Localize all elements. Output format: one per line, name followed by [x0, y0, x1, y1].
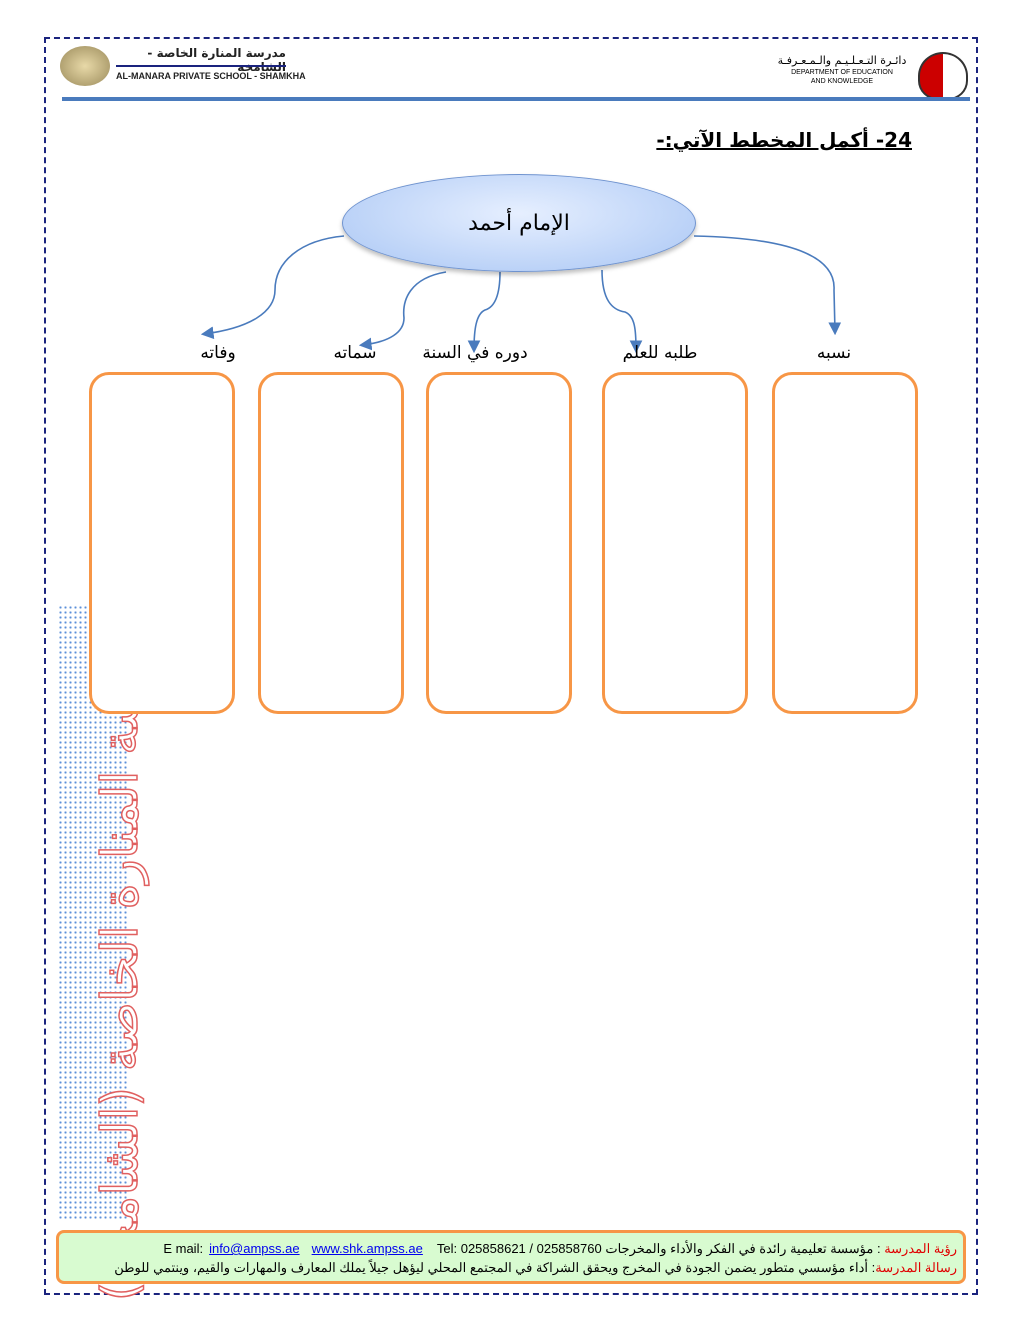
answer-box-talab[interactable] [602, 372, 748, 714]
branch-label-talab: طلبه للعلم [622, 343, 698, 363]
answer-box-wafat[interactable] [89, 372, 235, 714]
dept-en-line2: AND KNOWLEDGE [810, 78, 874, 85]
header-divider [62, 97, 970, 101]
email-label: E mail: [163, 1241, 204, 1256]
diagram-arrows [200, 235, 842, 354]
mission-text: : أداء مؤسسي متطور يضمن الجودة في المخرج… [114, 1260, 876, 1275]
school-name-ar: مدرسة المنارة الخاصة - الشامخة [147, 46, 286, 74]
school-logo [60, 46, 110, 86]
branch-label-nasab: نسبه [816, 343, 852, 363]
answer-box-simat[interactable] [258, 372, 404, 714]
footer-line-vision: رؤية المدرسة : مؤسسة تعليمية رائدة في ال… [145, 1241, 957, 1257]
footer-line-mission: رسالة المدرسة: أداء مؤسسي متطور يضمن الج… [114, 1260, 957, 1276]
mission-label: رسالة المدرسة [875, 1260, 957, 1275]
website-link[interactable]: www.shk.ampss.ae [311, 1241, 423, 1256]
dept-en-line1: DEPARTMENT OF EDUCATION [791, 69, 893, 76]
page-border [44, 37, 978, 1295]
contact-info: E mail: info@ampss.ae www.shk.ampss.ae Tel:… [163, 1241, 601, 1256]
department-name-en: DEPARTMENT OF EDUCATION AND KNOWLEDGE [770, 68, 914, 86]
arrow-wafat [200, 235, 345, 340]
answer-box-dawr[interactable] [426, 372, 572, 714]
center-node-label: الإمام أحمد [468, 210, 570, 236]
vision-label: رؤية المدرسة [884, 1241, 957, 1256]
divider [116, 65, 286, 67]
branch-label-dawr: دوره في السنة [422, 343, 528, 363]
arrow-dawr [467, 271, 501, 354]
question-title: 24- أكمل المخطط الآتي:- [656, 128, 912, 152]
branch-label-wafat: وفاته [200, 343, 236, 363]
vision-text: : مؤسسة تعليمية رائدة في الفكر والأداء و… [605, 1241, 881, 1256]
footer: رؤية المدرسة : مؤسسة تعليمية رائدة في ال… [56, 1230, 966, 1284]
answer-box-nasab[interactable] [772, 372, 918, 714]
emblem-logo [918, 52, 968, 100]
arrow-nasab [693, 235, 842, 336]
branch-label-simat: سماته [333, 343, 377, 363]
arrow-simat [358, 271, 447, 351]
email-link[interactable]: info@ampss.ae [209, 1241, 300, 1256]
arrow-talab [601, 269, 643, 354]
telephone: Tel: 025858621 / 025858760 [436, 1241, 602, 1256]
school-name-en: AL-MANARA PRIVATE SCHOOL - SHAMKHA [116, 71, 306, 81]
department-name-ar: دائـرة التـعـلـيـم والـمـعـرفـة [777, 54, 907, 67]
center-node: الإمام أحمد [342, 174, 696, 272]
